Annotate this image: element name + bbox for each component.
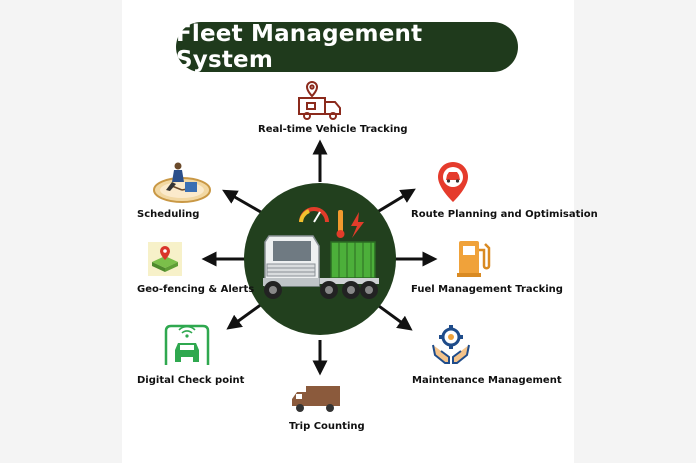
label-maintenance: Maintenance Management xyxy=(412,375,562,386)
label-fuel-management: Fuel Management Tracking xyxy=(411,284,563,295)
label-route-planning: Route Planning and Optimisation xyxy=(411,209,598,220)
fuel-pump-icon xyxy=(457,241,491,277)
gauge-icon xyxy=(299,207,329,223)
clock-calendar-person-icon xyxy=(153,162,211,203)
car-checkpoint-icon xyxy=(164,324,210,365)
dump-truck-icon xyxy=(263,235,379,299)
label-real-time-vehicle-tracking: Real-time Vehicle Tracking xyxy=(258,124,408,135)
title-banner: Fleet Management System xyxy=(176,21,518,73)
label-trip-counting: Trip Counting xyxy=(289,421,365,432)
map-pin-car-icon xyxy=(438,162,468,202)
geofence-map-icon xyxy=(148,242,182,276)
delivery-truck-icon xyxy=(292,386,340,412)
label-digital-checkpoint: Digital Check point xyxy=(137,375,245,386)
delivery-truck-location-icon xyxy=(298,80,341,120)
arrow-up-right xyxy=(373,188,416,216)
page-title: Fleet Management System xyxy=(176,21,423,73)
hands-gear-icon xyxy=(432,325,470,364)
label-geofencing: Geo-fencing & Alerts xyxy=(137,284,255,295)
arrow-up-left xyxy=(222,189,267,217)
hub-circle xyxy=(244,183,396,335)
label-scheduling: Scheduling xyxy=(137,209,200,220)
